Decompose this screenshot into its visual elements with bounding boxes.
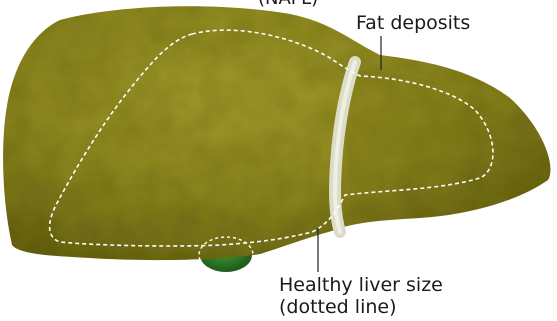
nafl-label: (NAFL) bbox=[258, 0, 318, 9]
healthy-liver-label: Healthy liver size bbox=[279, 275, 443, 296]
fat-deposits-label: Fat deposits bbox=[356, 13, 470, 34]
dotted-line-label: (dotted line) bbox=[279, 297, 397, 318]
